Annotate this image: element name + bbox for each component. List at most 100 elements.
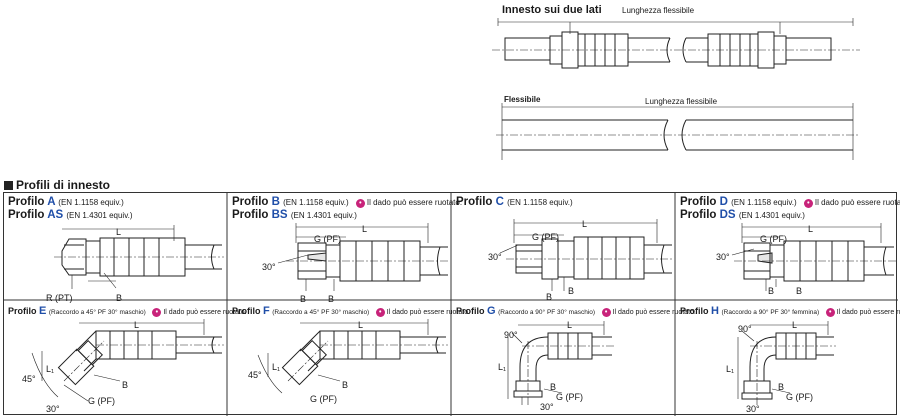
dim-g-pf-label: G (PF) — [532, 232, 559, 242]
dim-l1-label: L₁ — [498, 362, 507, 372]
profile-bs-note: (EN 1.4301 equiv.) — [290, 211, 357, 220]
angle-30-label: 30° — [746, 404, 760, 414]
angle-30-label: 30° — [46, 404, 60, 414]
angle-30-label: 30° — [716, 252, 730, 262]
dim-g-pf-label: G (PF) — [88, 396, 115, 406]
warning-text: Il dado può essere ruotato. — [366, 198, 463, 207]
pin-warning-icon: • — [152, 308, 162, 317]
profile-b-title: Profilo B (EN 1.1158 equiv.) •Il dado pu… — [232, 196, 462, 209]
angle-90-label: 90° — [738, 324, 752, 334]
both-sides-title: Innesto sui due lati — [502, 4, 602, 16]
profile-e-cell: Profilo E (Raccordo a 45° PF 30° maschio… — [4, 301, 247, 416]
dim-b-label-2: B — [328, 294, 335, 304]
profile-h-code: H — [711, 305, 719, 317]
dim-l1-label: L₁ — [272, 362, 281, 372]
profile-c-note: (EN 1.1158 equiv.) — [507, 198, 573, 207]
dim-b-label: B — [300, 294, 307, 304]
profile-bs-title: Profilo BS (EN 1.4301 equiv.) — [232, 209, 357, 222]
profile-d-title: Profilo D (EN 1.1158 equiv.) •Il dado pu… — [680, 196, 900, 209]
section-title-text: Profili di innesto — [16, 178, 111, 192]
profile-word: Profilo — [680, 209, 717, 221]
angle-45-label: 45° — [22, 374, 36, 384]
profile-e-code: E — [39, 305, 47, 317]
flexible-length-label-bottom: Lunghezza flessibile — [645, 97, 718, 106]
both-sides-drawing — [492, 18, 860, 69]
profile-h-title: Profilo H (Raccordo a 90° PF 30° femmina… — [680, 305, 900, 317]
profile-g-cell: Profilo G (Raccordo a 90° PF 30° maschio… — [452, 301, 696, 416]
dim-b-label: B — [546, 292, 553, 302]
dim-l-label: L — [792, 320, 798, 330]
profile-a-cell: Profilo A (EN 1.1158 equiv.) Profilo AS … — [4, 193, 227, 303]
warning-text: Il dado può essere ruotato. — [836, 309, 900, 316]
profile-a-title: Profilo A (EN 1.1158 equiv.) — [8, 196, 124, 209]
angle-45-label: 45° — [248, 370, 262, 380]
profile-c-title: Profilo C (EN 1.1158 equiv.) — [456, 196, 573, 209]
profile-f-title: Profilo F (Raccordo a 45° PF 30° maschio… — [232, 305, 470, 317]
profile-e-note: (Raccordo a 45° PF 30° maschio) — [48, 309, 146, 316]
profile-b-note: (EN 1.1158 equiv.) — [283, 198, 349, 207]
profile-d-cell: Profilo D (EN 1.1158 equiv.) •Il dado pu… — [676, 193, 900, 300]
dim-b-label: B — [116, 293, 123, 303]
dim-b-label: B — [342, 380, 349, 390]
dim-g-pf-label: G (PF) — [760, 234, 787, 244]
square-bullet-icon — [4, 181, 13, 190]
dim-b-label: B — [550, 382, 557, 392]
profile-g-drawing — [507, 321, 614, 405]
warning-text: Il dado può essere ruotato. — [814, 198, 900, 207]
profile-d-code: D — [719, 196, 728, 208]
dim-g-pf-label: G (PF) — [310, 394, 337, 404]
section-title: Profili di innesto — [4, 178, 110, 192]
profile-e-drawing — [31, 319, 224, 402]
profile-as-title: Profilo AS (EN 1.4301 equiv.) — [8, 209, 133, 222]
profiles-grid: Profilo A (EN 1.1158 equiv.) Profilo AS … — [3, 192, 900, 416]
pin-warning-icon: • — [375, 308, 385, 317]
dim-l-label: L — [567, 320, 573, 330]
dim-l-label: L — [808, 224, 814, 234]
profile-b-cell: Profilo B (EN 1.1158 equiv.) •Il dado pu… — [228, 193, 462, 304]
flexible-title: Flessibile — [504, 95, 541, 104]
dim-l1-label: L₁ — [46, 364, 55, 374]
profile-f-cell: Profilo F (Raccordo a 45° PF 30° maschio… — [228, 301, 470, 416]
profile-d-note: (EN 1.1158 equiv.) — [731, 198, 797, 207]
dim-b-label: B — [122, 380, 129, 390]
profile-word: Profilo — [8, 196, 45, 208]
profile-word: Profilo — [232, 209, 269, 221]
profile-word: Profilo — [232, 196, 269, 208]
dim-b-label: B — [768, 286, 775, 296]
dim-g-pf-label: G (PF) — [786, 392, 813, 402]
pin-warning-icon: • — [825, 308, 835, 317]
angle-30-label: 30° — [488, 252, 502, 262]
profile-word: Profilo — [8, 209, 45, 221]
profile-word: Profilo — [680, 306, 709, 316]
dim-l-label: L — [134, 320, 140, 330]
dim-r-pt-label: R (PT) — [46, 293, 73, 303]
flexible-length-label-top: Lunghezza flessibile — [622, 6, 695, 15]
angle-30-label: 30° — [262, 262, 276, 272]
dim-b-label-2: B — [568, 286, 575, 296]
profile-h-note: (Raccordo a 90° PF 30° femmina) — [721, 309, 820, 316]
profile-as-note: (EN 1.4301 equiv.) — [66, 211, 133, 220]
profile-b-code: B — [271, 196, 280, 208]
dim-b-label: B — [778, 382, 785, 392]
profile-a-note: (EN 1.1158 equiv.) — [58, 198, 124, 207]
pin-warning-icon: • — [803, 199, 813, 208]
profile-word: Profilo — [232, 306, 261, 316]
flexible-drawing — [496, 103, 860, 160]
pin-warning-icon: • — [355, 199, 365, 208]
profile-e-title: Profilo E (Raccordo a 45° PF 30° maschio… — [8, 305, 247, 317]
profile-a-code: A — [47, 196, 56, 208]
profile-g-note: (Raccordo a 90° PF 30° maschio) — [498, 309, 596, 316]
profile-g-title: Profilo G (Raccordo a 90° PF 30° maschio… — [456, 305, 696, 317]
profile-b-drawing — [277, 223, 450, 291]
profile-f-drawing — [257, 319, 448, 394]
profile-c-code: C — [495, 196, 504, 208]
profile-a-drawing — [54, 225, 224, 289]
profile-as-code: AS — [47, 209, 64, 221]
angle-90-label: 90° — [504, 330, 518, 340]
profile-bs-code: BS — [271, 209, 288, 221]
dim-g-pf-label: G (PF) — [314, 234, 341, 244]
angle-30-label: 30° — [540, 402, 554, 412]
profile-h-cell: Profilo H (Raccordo a 90° PF 30° femmina… — [676, 301, 900, 416]
profile-c-cell: Profilo C (EN 1.1158 equiv.) — [452, 193, 675, 302]
dim-g-pf-label: G (PF) — [556, 392, 583, 402]
